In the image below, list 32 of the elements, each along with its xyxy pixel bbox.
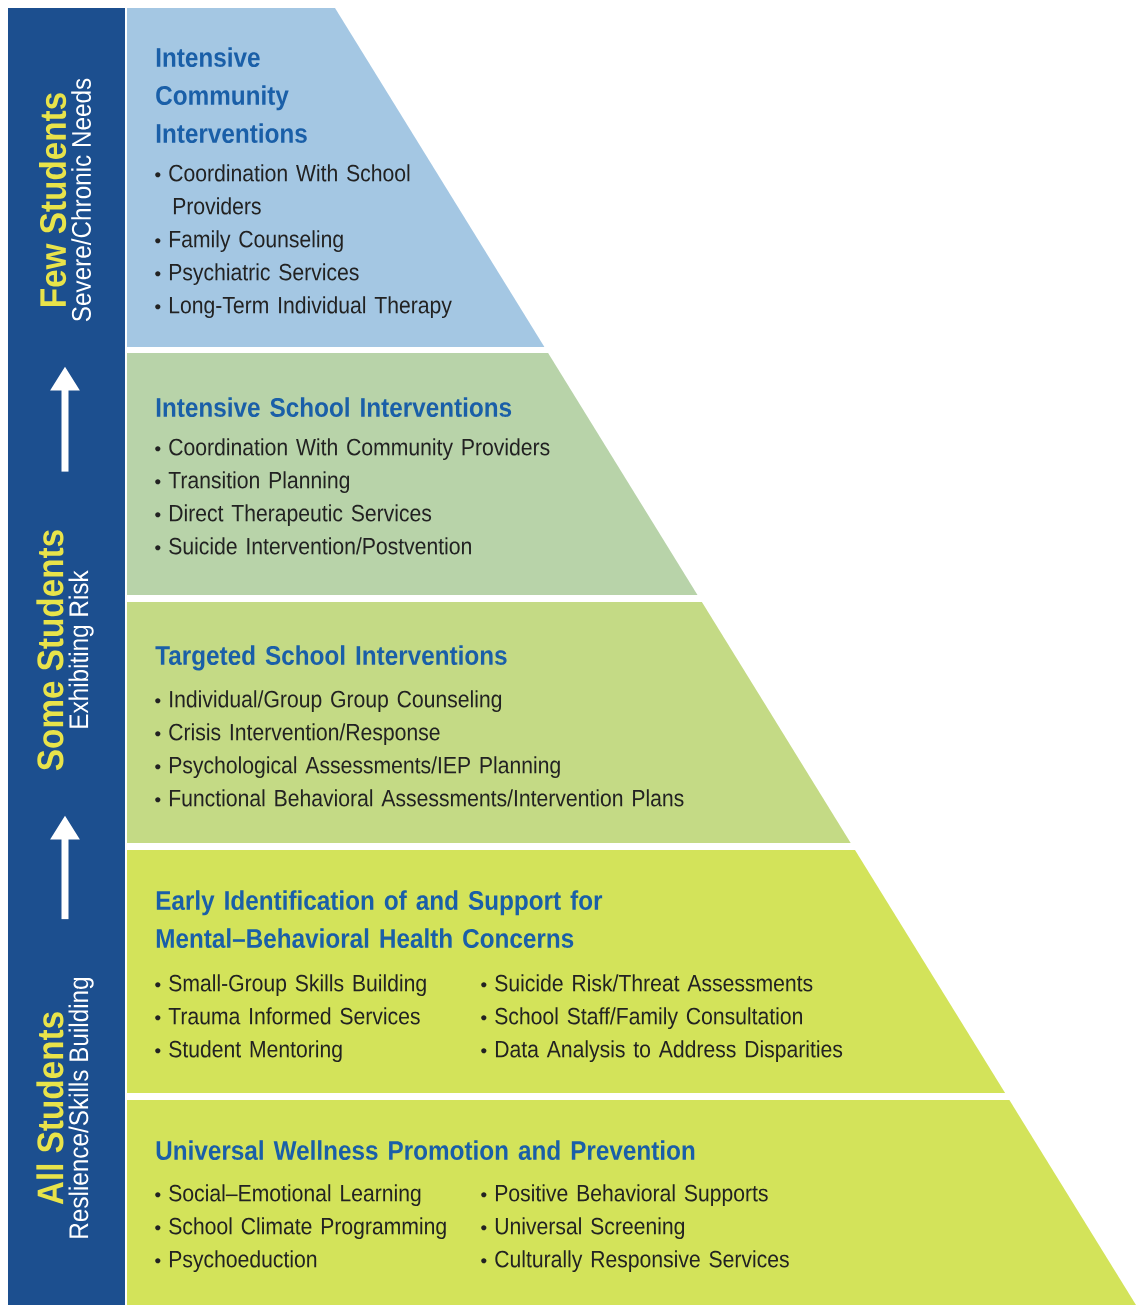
- tier-heading: Early Identification of and Support for Mental–Behavioral Health Concerns: [156, 890, 603, 949]
- tier-heading: Intensive Community Interventions: [156, 47, 307, 144]
- bullet-item: Long-Term Individual Therapy: [155, 296, 452, 319]
- bullet-item: Suicide Intervention/Postvention: [155, 537, 471, 555]
- bullet-item: Social–Emotional Learning: [155, 1184, 421, 1207]
- side-label: Some Students Exhibiting Risk: [36, 530, 94, 771]
- bullet-item: Small-Group Skills Building: [155, 974, 426, 997]
- bullet-item: Student Mentoring: [155, 1040, 342, 1063]
- tier-heading: Targeted School Interventions: [155, 645, 507, 671]
- bullet-item: Psychiatric Services: [155, 263, 359, 286]
- bullet-item: Coordination With Community Providers: [155, 438, 550, 461]
- bullet-item: Crisis Intervention/Response: [155, 723, 440, 746]
- bullet-item: Family Counseling: [155, 230, 343, 253]
- bullet-item: Trauma Informed Services: [155, 1007, 420, 1025]
- bullet-item: Individual/Group Group Counseling: [155, 690, 502, 713]
- bullet-item: Data Analysis to Address Disparities: [481, 1040, 843, 1063]
- side-label: Few Students Severe/Chronic Needs: [39, 78, 91, 322]
- tier-heading: Universal Wellness Promotion and Prevention: [156, 1140, 695, 1161]
- tier-heading: Intensive School Interventions: [156, 397, 512, 418]
- bullet-item: Functional Behavioral Assessments/Intervention Plans: [155, 789, 684, 807]
- bullet-item: Psychoeduction: [155, 1250, 317, 1273]
- bullet-item: School Staff/Family Consultation: [481, 1007, 802, 1030]
- bullet-item: School Climate Programming: [155, 1217, 446, 1240]
- bullet-item: Universal Screening: [481, 1217, 685, 1240]
- bullet-item: Psychological Assessments/IEP Planning: [155, 756, 560, 779]
- bullet-item: Coordination With School Providers: [155, 164, 410, 215]
- bullet-item: Positive Behavioral Supports: [481, 1184, 768, 1207]
- bullet-item: Culturally Responsive Services: [481, 1250, 789, 1273]
- side-label: All Students Reslience/Skills Building: [36, 977, 94, 1238]
- bullet-item: Direct Therapeutic Services: [155, 504, 432, 527]
- bullet-item: Transition Planning: [155, 471, 350, 494]
- bullet-item: Suicide Risk/Threat Assessments: [481, 974, 813, 992]
